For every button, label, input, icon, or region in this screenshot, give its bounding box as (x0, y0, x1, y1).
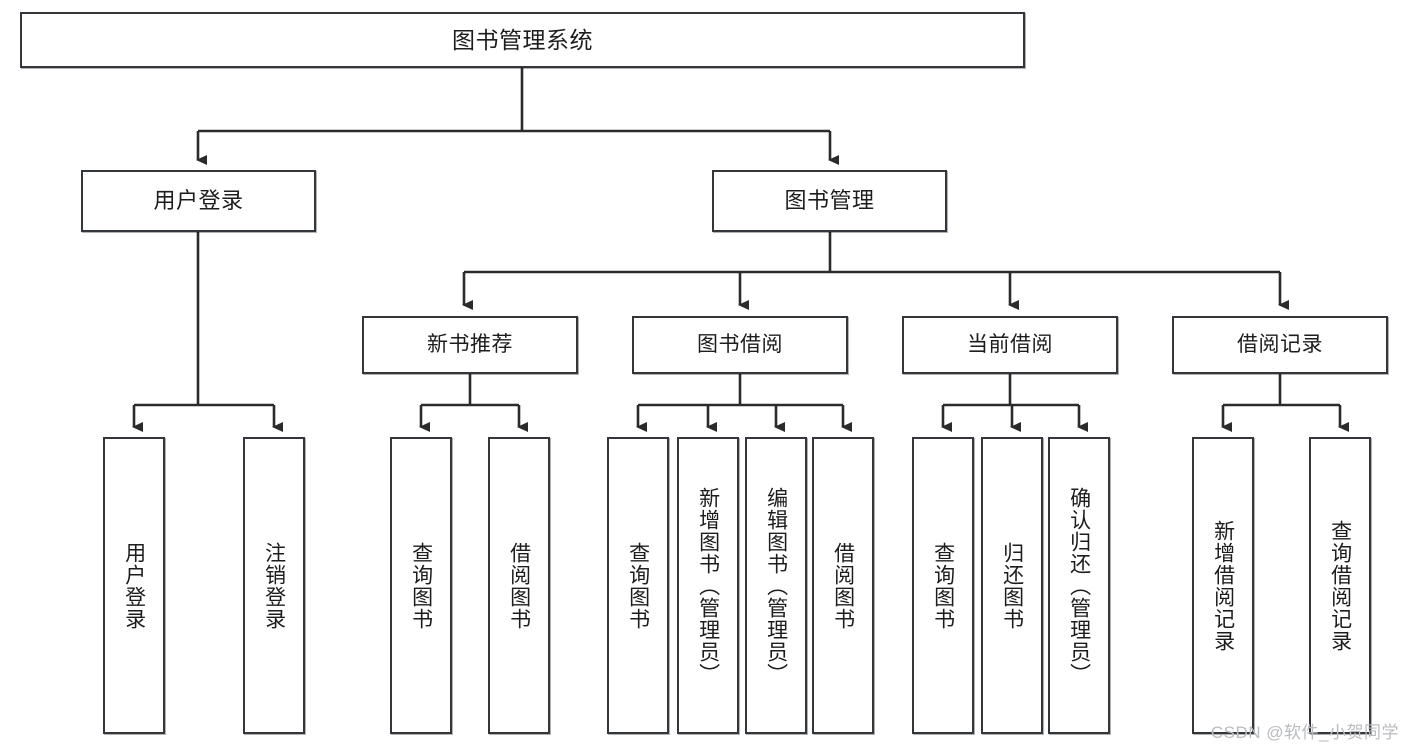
node-label: 新增借阅记录 (1211, 519, 1235, 652)
node-label: 确认归还（管理员） (1067, 486, 1091, 685)
node-label: 借阅图书 (507, 541, 531, 630)
node-add-book-admin[interactable]: 新增图书（管理员） (677, 437, 739, 734)
node-label: 查询图书 (931, 541, 955, 630)
node-label: 编辑图书（管理员） (764, 486, 788, 685)
node-root-system[interactable]: 图书管理系统 (20, 12, 1025, 68)
node-query-borrow-record[interactable]: 查询借阅记录 (1309, 437, 1371, 734)
node-label: 注销登录 (262, 541, 286, 630)
node-query-books-2[interactable]: 查询图书 (607, 437, 669, 734)
node-query-books-3[interactable]: 查询图书 (912, 437, 974, 734)
node-label: 归还图书 (1000, 541, 1024, 630)
node-label: 用户登录 (153, 188, 244, 214)
node-query-books-1[interactable]: 查询图书 (390, 437, 452, 734)
node-borrow-books-2[interactable]: 借阅图书 (812, 437, 874, 734)
node-label: 新增图书（管理员） (696, 486, 720, 685)
node-label: 图书管理 (784, 188, 875, 214)
node-user-login[interactable]: 用户登录 (81, 170, 316, 232)
node-label: 图书管理系统 (452, 26, 593, 53)
node-return-books[interactable]: 归还图书 (981, 437, 1043, 734)
node-borrow-record[interactable]: 借阅记录 (1172, 316, 1388, 374)
node-add-borrow-record[interactable]: 新增借阅记录 (1192, 437, 1254, 734)
node-label: 查询图书 (409, 541, 433, 630)
node-book-borrow[interactable]: 图书借阅 (632, 316, 848, 374)
node-label: 查询借阅记录 (1328, 519, 1352, 652)
node-new-book-recommend[interactable]: 新书推荐 (362, 316, 578, 374)
node-label: 借阅图书 (831, 541, 855, 630)
node-book-management[interactable]: 图书管理 (712, 170, 947, 232)
node-label: 图书借阅 (697, 332, 783, 356)
node-label: 借阅记录 (1237, 332, 1323, 356)
node-label: 新书推荐 (427, 332, 513, 356)
node-borrow-books-1[interactable]: 借阅图书 (488, 437, 550, 734)
node-label: 当前借阅 (967, 332, 1053, 356)
node-edit-book-admin[interactable]: 编辑图书（管理员） (745, 437, 807, 734)
node-label: 查询图书 (626, 541, 650, 630)
node-current-borrow[interactable]: 当前借阅 (902, 316, 1118, 374)
node-label: 用户登录 (122, 541, 146, 630)
node-user-logout-leaf[interactable]: 注销登录 (243, 437, 305, 734)
node-confirm-return-admin[interactable]: 确认归还（管理员） (1048, 437, 1110, 734)
watermark-text: CSDN @软件_小贺同学 (1210, 723, 1399, 742)
node-user-login-leaf[interactable]: 用户登录 (103, 437, 165, 734)
